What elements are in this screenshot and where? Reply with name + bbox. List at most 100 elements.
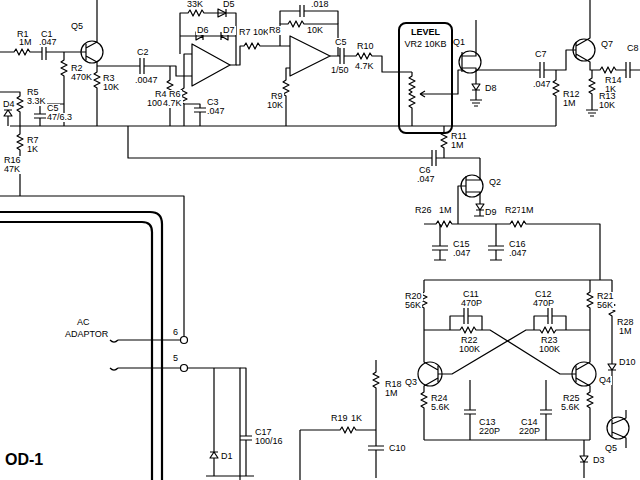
- component-label: .047: [532, 80, 552, 89]
- component-label: C16: [508, 240, 527, 249]
- component-label: R9: [270, 92, 284, 101]
- component-label: Q2: [488, 178, 502, 187]
- component-label: R20: [404, 292, 423, 301]
- component-label: R12: [562, 90, 581, 99]
- component-label: R21: [596, 292, 615, 301]
- component-label: 10K: [306, 26, 324, 35]
- model-name: OD-1: [4, 452, 44, 468]
- component-label: 100/16: [254, 437, 284, 446]
- component-label: R7: [26, 136, 40, 145]
- component-label: ADAPTOR: [64, 330, 109, 339]
- component-label: C12: [534, 290, 553, 299]
- component-label: 1M: [562, 99, 577, 108]
- component-label: R19: [330, 414, 349, 423]
- component-label: C15: [452, 240, 471, 249]
- component-label: R26: [414, 206, 433, 215]
- component-label: R23: [540, 336, 559, 345]
- component-label: C11: [462, 290, 480, 299]
- component-label: R10: [356, 42, 375, 51]
- component-label: .047: [416, 175, 436, 184]
- component-label: C5: [334, 38, 348, 47]
- component-label: 47/6.3: [46, 113, 73, 122]
- component-label: C5: [46, 104, 60, 113]
- component-label: Q3: [404, 378, 418, 387]
- component-label: R22: [460, 336, 479, 345]
- component-label: 56K: [404, 301, 422, 310]
- component-label: 1M: [450, 141, 465, 150]
- part-value: VR2 10KB: [403, 40, 448, 50]
- component-label: D1: [220, 452, 234, 461]
- component-label: .047: [206, 107, 226, 116]
- component-label: C17: [254, 428, 273, 437]
- component-label: .047: [38, 38, 58, 47]
- component-label: D6: [196, 26, 210, 35]
- component-label: 1M: [384, 389, 399, 398]
- component-label: R4: [154, 90, 168, 99]
- component-label: Q5: [604, 444, 618, 453]
- component-label: 1/50: [330, 66, 350, 75]
- component-label: C3: [206, 98, 220, 107]
- component-label: 1K: [26, 145, 39, 154]
- component-label: 220P: [478, 427, 501, 436]
- component-label: 1K: [350, 414, 363, 423]
- component-label: 1M: [438, 206, 453, 215]
- component-label: R5: [26, 88, 40, 97]
- component-label: R18: [384, 380, 403, 389]
- component-label: 6: [172, 328, 179, 337]
- component-label: R7: [238, 28, 252, 37]
- component-label: .047: [508, 249, 528, 258]
- component-label: C7: [534, 50, 548, 59]
- component-label: 1M: [618, 327, 633, 336]
- component-label: C10: [388, 444, 407, 453]
- component-label: C8: [626, 44, 640, 53]
- component-label: 5: [172, 354, 179, 363]
- component-label: C6: [418, 166, 432, 175]
- component-label: R28: [616, 318, 635, 327]
- component-label: .018: [310, 0, 330, 9]
- component-label: .0047: [134, 76, 159, 85]
- component-label: 4.7K: [354, 62, 375, 71]
- component-label: D10: [618, 358, 637, 367]
- component-label: C14: [520, 418, 539, 427]
- component-label: D3: [592, 456, 606, 465]
- component-label: 4.7K: [162, 99, 183, 108]
- component-label: R25: [562, 394, 581, 403]
- component-label: Q5: [70, 22, 84, 31]
- component-label: D9: [484, 208, 498, 217]
- component-label: R3: [102, 74, 116, 83]
- component-label: .047: [452, 249, 472, 258]
- component-label: D7: [222, 26, 236, 35]
- component-label: R2: [70, 64, 84, 73]
- component-label: Q1: [452, 38, 466, 47]
- component-label: Q4: [598, 376, 612, 385]
- component-label: R24: [430, 394, 449, 403]
- component-label: 1M: [18, 38, 33, 47]
- component-label: 5.6K: [430, 403, 451, 412]
- component-label: D4: [2, 100, 16, 109]
- component-label: 10K: [266, 101, 284, 110]
- component-label: R11: [450, 132, 468, 141]
- component-label: 47K: [3, 165, 21, 174]
- component-label: C13: [478, 418, 497, 427]
- component-label: R8: [268, 26, 282, 35]
- component-label: C2: [136, 48, 150, 57]
- component-label: 5.6K: [560, 403, 581, 412]
- component-label: 10K: [598, 101, 616, 110]
- component-label: 1M: [520, 206, 535, 215]
- component-label: Q7: [600, 40, 614, 49]
- component-label: D5: [222, 0, 236, 9]
- component-label: 10K: [102, 83, 120, 92]
- component-label: 470K: [70, 73, 93, 82]
- component-label: R13: [598, 92, 617, 101]
- component-label: 3.3K: [26, 97, 47, 106]
- component-label: 33K: [186, 0, 204, 9]
- component-label: 470P: [532, 299, 555, 308]
- component-label: 470P: [460, 299, 483, 308]
- component-label: 220P: [518, 427, 541, 436]
- component-label: R14: [604, 76, 623, 85]
- component-label: 56K: [596, 301, 614, 310]
- component-label: D8: [484, 84, 498, 93]
